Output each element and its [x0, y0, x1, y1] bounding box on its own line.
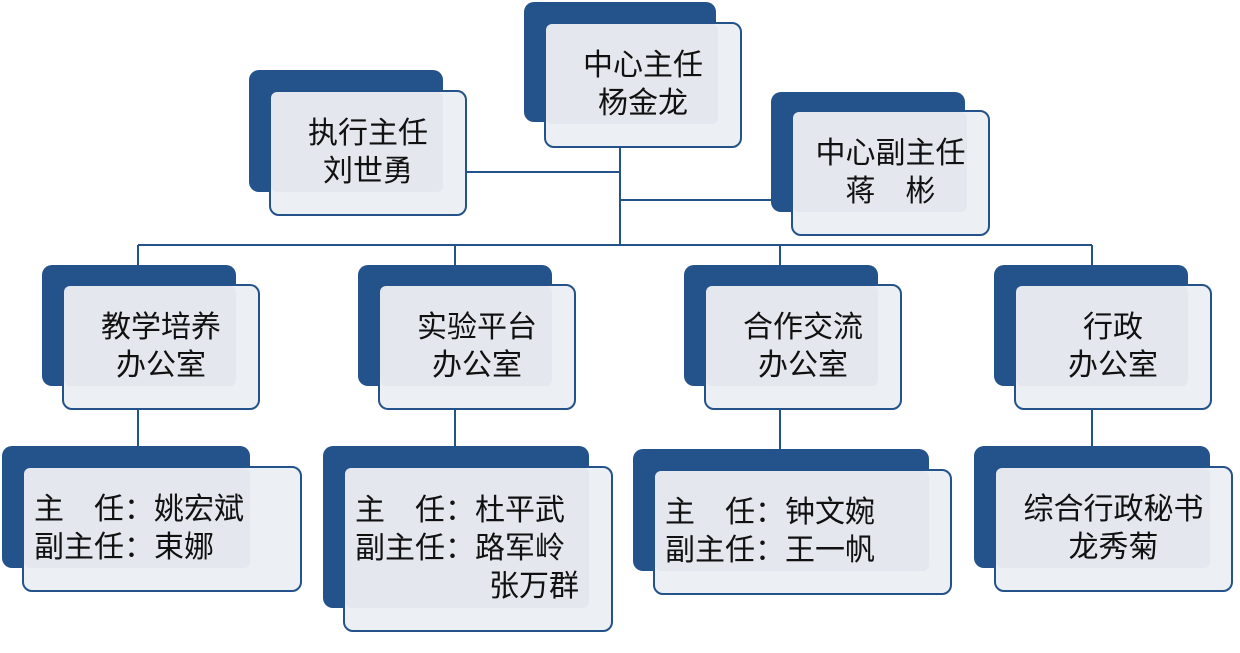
office-name: 行政	[1083, 310, 1143, 345]
node-deputy-director: 中心副主任 蒋 彬	[771, 92, 990, 236]
staff-deputy-2: 张万群	[489, 569, 579, 604]
staff-deputy: 副主任：王一帆	[665, 533, 875, 568]
node-staff-lab: 主 任：杜平武 副主任：路军岭 张万群	[323, 446, 613, 632]
node-office-exchange: 合作交流 办公室	[684, 265, 902, 410]
office-name: 办公室	[432, 348, 522, 383]
node-staff-exchange: 主 任：钟文婉 副主任：王一帆	[633, 449, 952, 595]
deputy-name: 蒋 彬	[845, 174, 936, 209]
office-name: 教学培养	[101, 310, 221, 345]
executive-name: 刘世勇	[323, 154, 413, 189]
office-name: 实验平台	[417, 310, 537, 345]
staff-secretary-title: 综合行政秘书	[1023, 492, 1204, 527]
node-center-director: 中心主任 杨金龙	[524, 2, 742, 148]
office-name: 办公室	[758, 348, 848, 383]
node-staff-admin: 综合行政秘书 龙秀菊	[974, 446, 1233, 592]
director-title: 中心主任	[583, 48, 703, 83]
staff-secretary-name: 龙秀菊	[1068, 530, 1159, 565]
director-name: 杨金龙	[598, 86, 688, 121]
node-office-admin: 行政 办公室	[994, 265, 1212, 410]
office-name: 办公室	[116, 348, 206, 383]
staff-deputy: 副主任：路军岭	[355, 531, 565, 566]
staff-director: 主 任：钟文婉	[665, 495, 875, 530]
staff-deputy: 副主任：束娜	[34, 530, 214, 565]
deputy-title: 中心副主任	[815, 136, 966, 171]
office-name: 办公室	[1068, 348, 1158, 383]
executive-title: 执行主任	[308, 116, 428, 151]
node-office-teaching: 教学培养 办公室	[42, 265, 260, 410]
office-name: 合作交流	[743, 310, 863, 345]
node-executive-director: 执行主任 刘世勇	[249, 70, 467, 216]
node-staff-teaching: 主 任：姚宏斌 副主任：束娜	[2, 446, 302, 592]
node-office-lab: 实验平台 办公室	[358, 265, 576, 410]
staff-director: 主 任：姚宏斌	[34, 492, 244, 527]
staff-director: 主 任：杜平武	[355, 493, 565, 528]
